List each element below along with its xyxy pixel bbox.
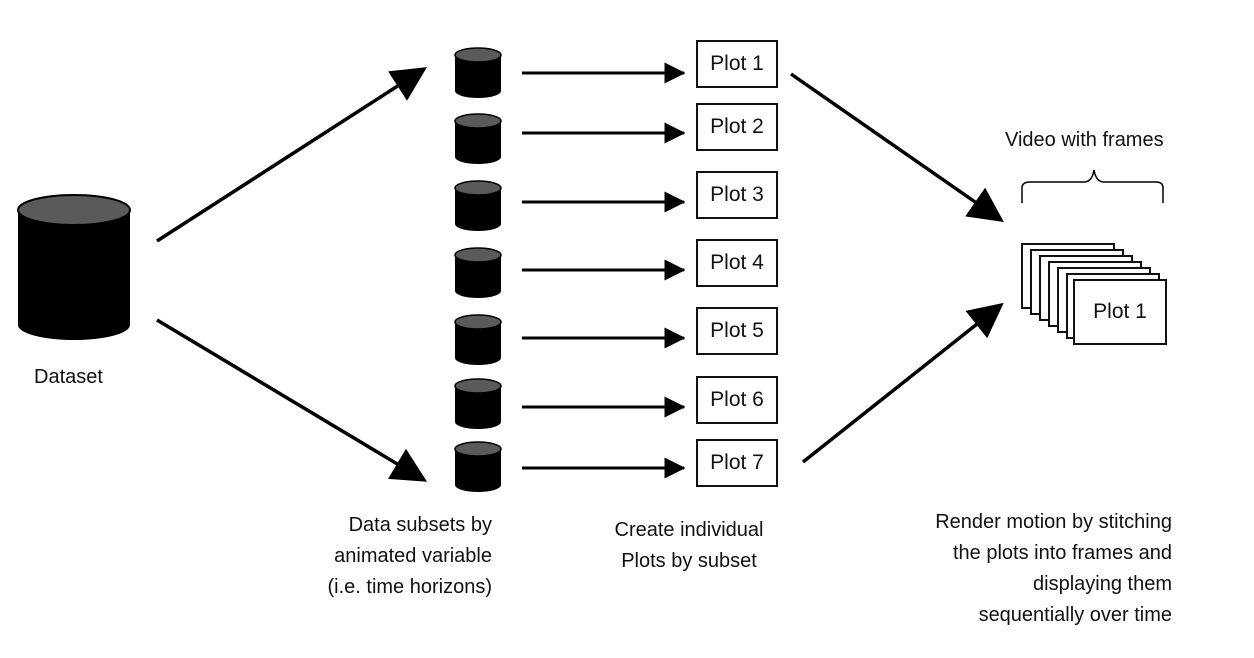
plot-box: Plot 4 [696,239,778,287]
subsets-caption-line: Data subsets by [348,514,492,536]
plot-box: Plot 3 [696,171,778,219]
plots-caption: Create individual Plots by subset [586,515,792,577]
subsets-caption-line: animated variable [334,545,492,567]
video-label: Video with frames [1005,129,1164,151]
video-front-frame: Plot 1 [1073,279,1167,345]
dataset-label: Dataset [34,366,103,388]
plot-box: Plot 6 [696,376,778,424]
plot-box: Plot 1 [696,40,778,88]
plots-to-video-bottom-arrow [801,302,1004,464]
dataset-cylinder-icon [17,194,131,340]
video-brace [1021,169,1164,203]
plot-box: Plot 7 [696,439,778,487]
plots-caption-line: Create individual [614,519,764,541]
subset-cylinder-icon [454,378,502,429]
render-caption-line: Render motion by stitching [935,511,1172,533]
front-frame-label: Plot 1 [1093,300,1147,323]
subset-cylinder-icon [454,314,502,365]
render-caption-line: displaying them [1033,573,1172,595]
subset-cylinder-icon [454,441,502,492]
dataset-to-subsets-bottom-arrow [156,318,428,482]
plot-box: Plot 5 [696,307,778,355]
plots-to-video-top-arrow [790,72,1004,222]
subsets-caption-line: (i.e. time horizons) [327,576,493,598]
subset-cylinder-icon [454,113,502,164]
subset-cylinder-icon [454,247,502,298]
plots-caption-line: Plots by subset [621,550,757,572]
dataset-to-subsets-top-arrow [156,67,427,243]
render-caption: Render motion by stitching the plots int… [870,507,1172,631]
render-caption-line: sequentially over time [978,604,1172,626]
subsets-caption: Data subsets by animated variable (i.e. … [270,510,493,603]
subset-cylinder-icon [454,180,502,231]
plot-box: Plot 2 [696,103,778,151]
subset-cylinder-icon [454,47,502,98]
render-caption-line: the plots into frames and [952,542,1172,564]
